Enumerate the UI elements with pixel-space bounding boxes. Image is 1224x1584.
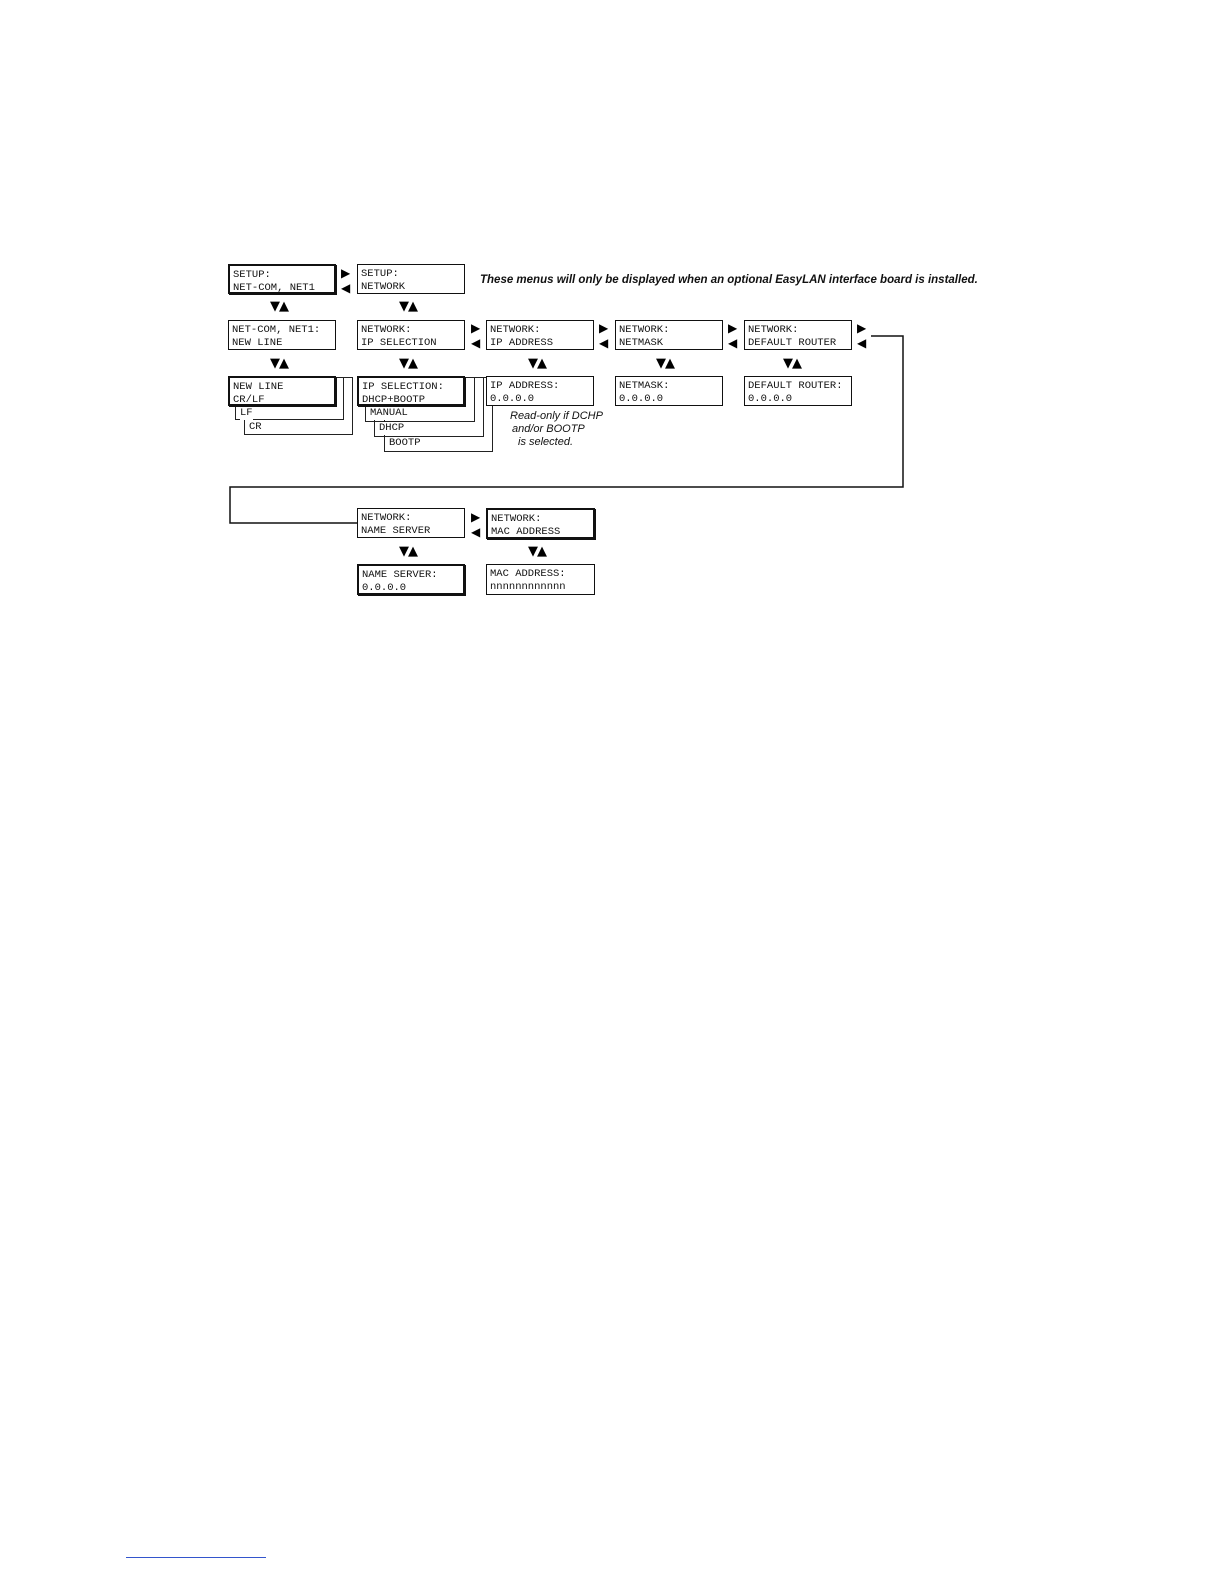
right-arrow-icon: ▶ <box>471 510 481 524</box>
menu-network-mac-address: NETWORK:MAC ADDRESS <box>486 508 595 539</box>
left-arrow-icon: ◀ <box>471 525 481 539</box>
updown-arrow-icon: ▼▲ <box>270 356 289 371</box>
right-arrow-icon: ▶ <box>857 321 867 335</box>
menu-network-ip-address: NETWORK:IP ADDRESS <box>486 320 594 350</box>
menu-mac-address-value: MAC ADDRESS:nnnnnnnnnnnn <box>486 564 595 595</box>
menu-setup-network: SETUP:NETWORK <box>357 264 465 294</box>
left-arrow-icon: ◀ <box>471 336 481 350</box>
updown-arrow-icon: ▼▲ <box>270 299 289 314</box>
menu-ip-address-value: IP ADDRESS:0.0.0.0 <box>486 376 594 406</box>
updown-arrow-icon: ▼▲ <box>399 544 418 559</box>
menu-setup-netcom: SETUP:NET-COM, NET1 <box>228 264 336 294</box>
menu-network-default-router: NETWORK:DEFAULT ROUTER <box>744 320 852 350</box>
right-arrow-icon: ▶ <box>599 321 609 335</box>
wrap-connector-line <box>229 335 904 524</box>
right-arrow-icon: ▶ <box>341 266 351 280</box>
updown-arrow-icon: ▼▲ <box>399 356 418 371</box>
updown-arrow-icon: ▼▲ <box>783 356 802 371</box>
left-arrow-icon: ◀ <box>728 336 738 350</box>
updown-arrow-icon: ▼▲ <box>528 356 547 371</box>
left-arrow-icon: ◀ <box>341 281 351 295</box>
updown-arrow-icon: ▼▲ <box>656 356 675 371</box>
menu-network-name-server: NETWORK:NAME SERVER <box>357 508 465 538</box>
menu-network-ip-selection: NETWORK:IP SELECTION <box>357 320 465 350</box>
optional-board-note: These menus will only be displayed when … <box>480 274 978 286</box>
menu-netmask-value: NETMASK:0.0.0.0 <box>615 376 723 406</box>
menu-netcom-newline: NET-COM, NET1:NEW LINE <box>228 320 336 350</box>
right-arrow-icon: ▶ <box>728 321 738 335</box>
updown-arrow-icon: ▼▲ <box>528 544 547 559</box>
read-only-note: Read-only if DCHP and/or BOOTP is select… <box>510 410 603 448</box>
right-arrow-icon: ▶ <box>471 321 481 335</box>
option-bootp: BOOTP <box>384 377 493 452</box>
menu-network-netmask: NETWORK:NETMASK <box>615 320 723 350</box>
menu-ip-selection-value: IP SELECTION:DHCP+BOOTP <box>357 376 465 406</box>
left-arrow-icon: ◀ <box>857 336 867 350</box>
menu-default-router-value: DEFAULT ROUTER:0.0.0.0 <box>744 376 852 406</box>
footnote-rule <box>126 1557 266 1558</box>
updown-arrow-icon: ▼▲ <box>399 299 418 314</box>
option-manual: MANUAL <box>365 377 475 422</box>
left-arrow-icon: ◀ <box>599 336 609 350</box>
menu-name-server-value: NAME SERVER:0.0.0.0 <box>357 564 465 595</box>
